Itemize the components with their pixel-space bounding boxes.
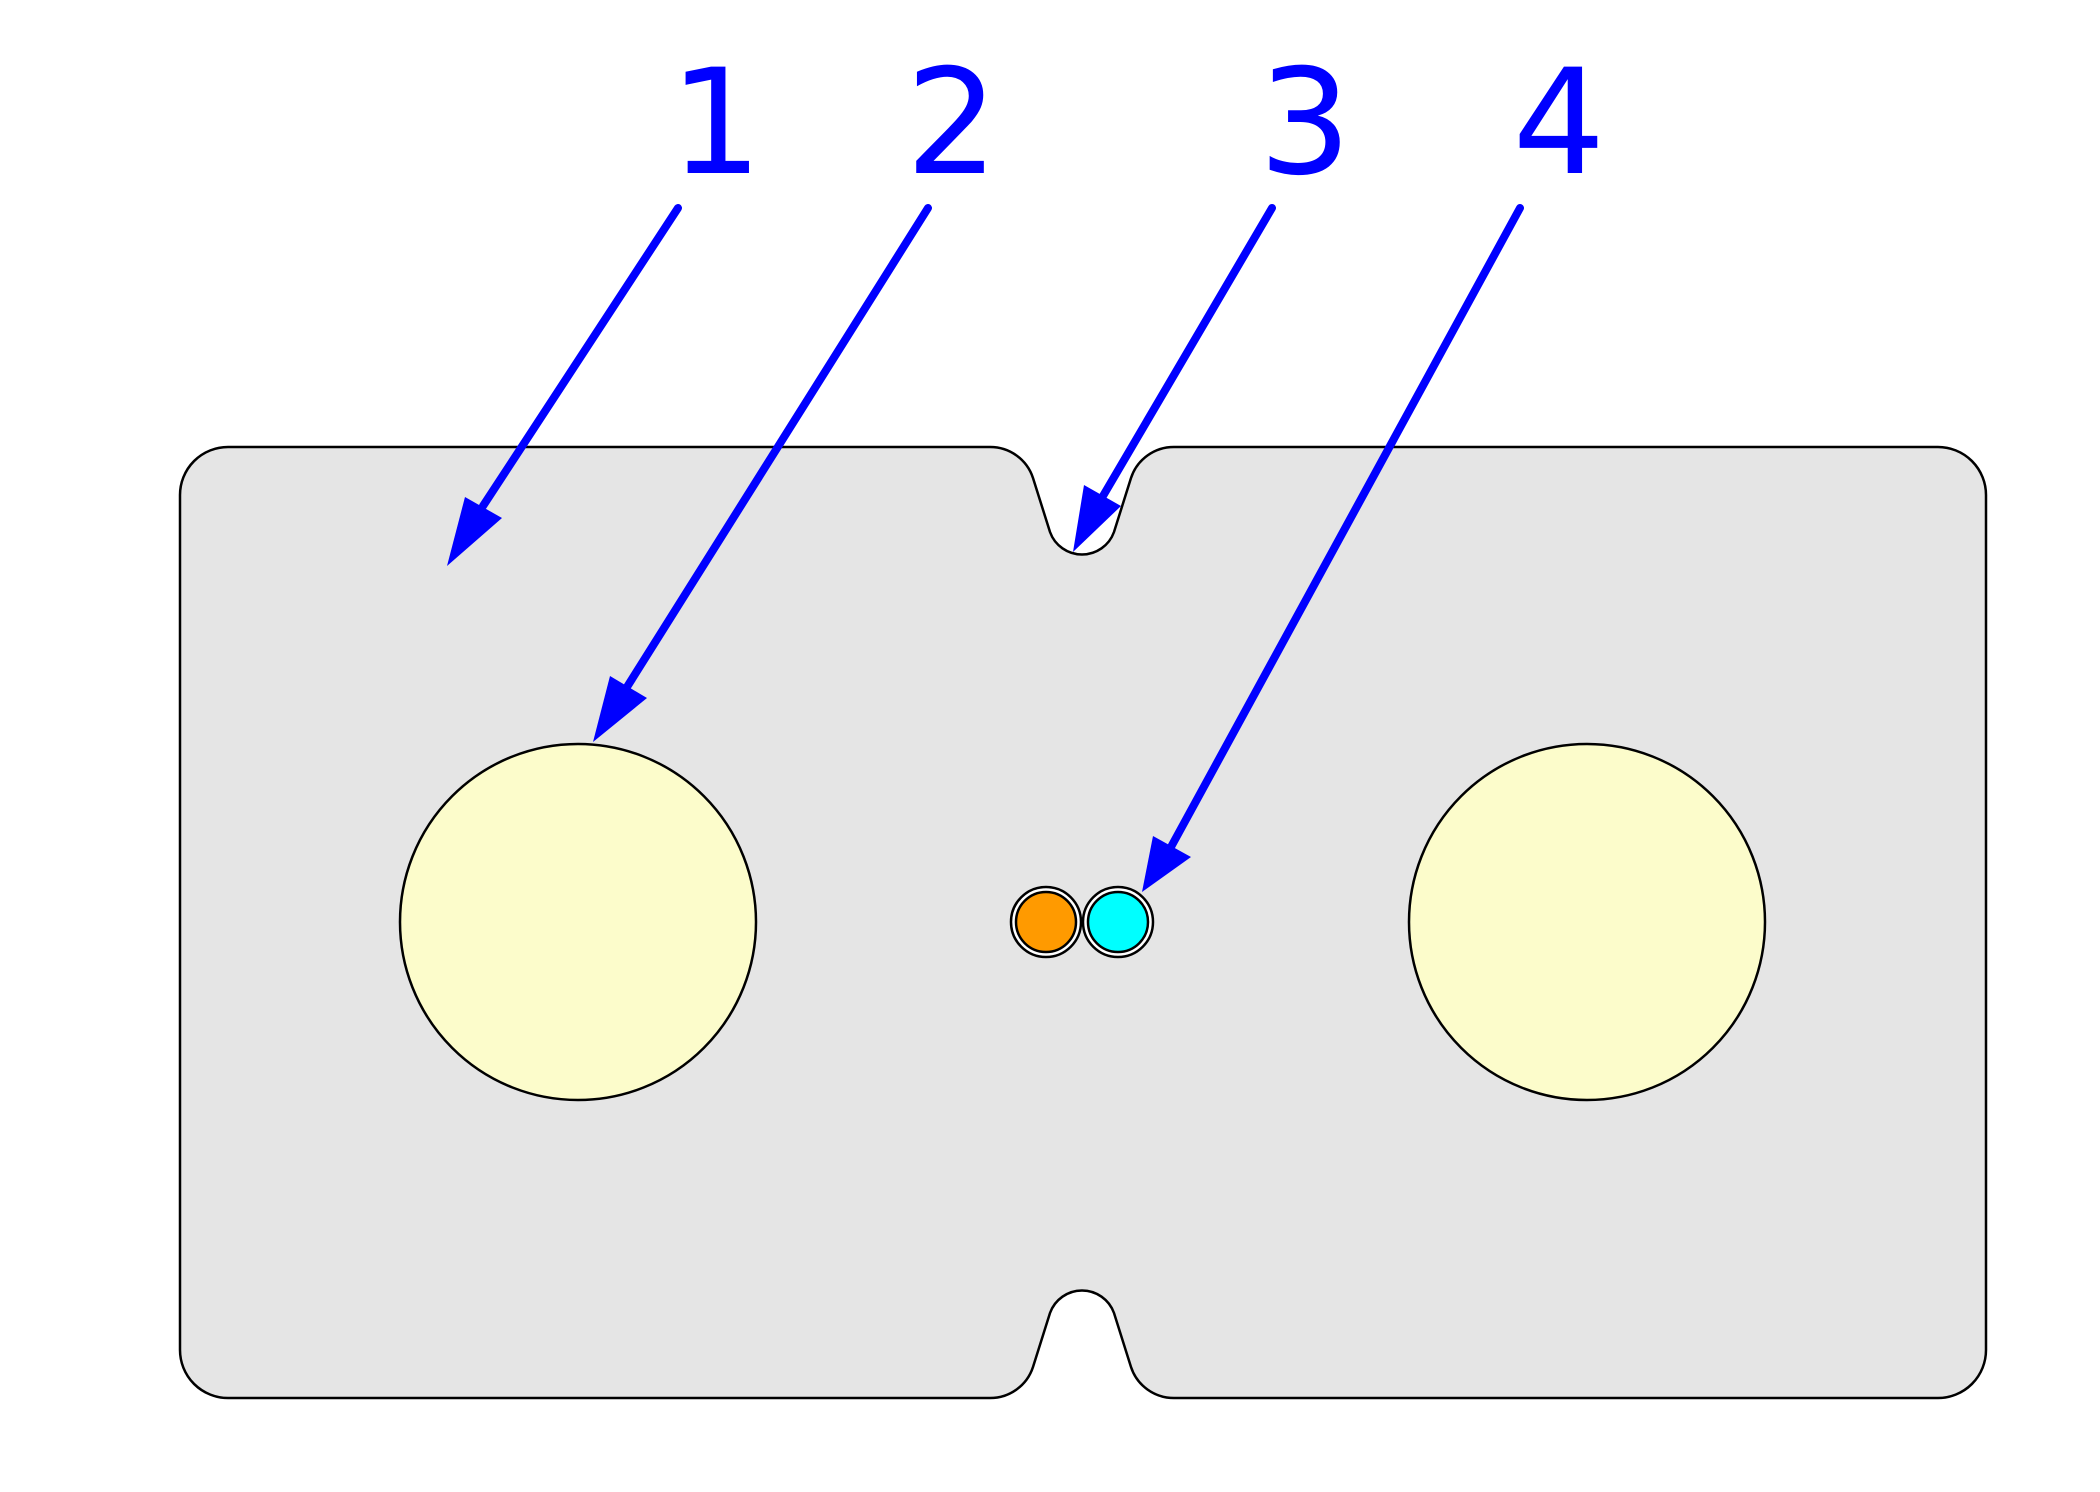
callout-label-1: 1 [670,38,763,208]
optical-fiber-pair [1009,885,1155,959]
callout-arrow-2 [593,204,932,742]
callout-label-3: 3 [1259,38,1352,208]
right-strength-member [1407,742,1767,1102]
callout-arrow-3 [1073,204,1276,552]
callout-label-4: 4 [1513,38,1606,208]
callout-label-2: 2 [906,38,999,208]
left-strength-member [398,742,758,1102]
cyan-fiber [1086,890,1150,954]
orange-fiber [1014,890,1078,954]
callout-arrow-1 [447,204,682,566]
callout-arrow-4 [1142,204,1524,892]
